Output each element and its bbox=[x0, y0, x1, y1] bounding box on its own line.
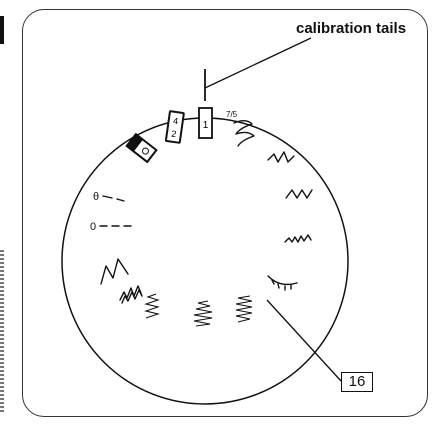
selector-box-buttonhole bbox=[125, 132, 158, 164]
stitch-multi-zigzag-2 bbox=[121, 289, 143, 304]
symbol-theta: θ bbox=[93, 191, 99, 203]
figure-frame bbox=[22, 9, 428, 417]
left-edge-mark bbox=[0, 16, 4, 44]
stitch-feather bbox=[267, 151, 295, 163]
stitch-large-zigzag bbox=[100, 258, 129, 285]
stitch-multi-zigzag bbox=[119, 285, 142, 301]
selector-digit-1: 1 bbox=[203, 120, 209, 131]
left-dotted-strip bbox=[0, 250, 4, 412]
symbol-zero: 0 bbox=[90, 221, 96, 233]
selector-digit-2: 2 bbox=[171, 129, 177, 140]
stitch-satin-diamond bbox=[193, 300, 213, 327]
calibration-leader-line bbox=[204, 37, 312, 89]
callout-16-leader-line bbox=[266, 299, 342, 382]
stitch-zigzag bbox=[285, 189, 313, 199]
stitch-dash-1a bbox=[102, 195, 113, 199]
calibration-tails-label: calibration tails bbox=[296, 20, 407, 37]
stitch-satin-left bbox=[144, 293, 160, 319]
stitch-serpentine bbox=[233, 120, 255, 147]
stitch-satin-oval bbox=[235, 295, 253, 323]
selector-digit-4: 4 bbox=[173, 116, 179, 127]
selector-box-1: 1 bbox=[198, 107, 213, 139]
stitch-arc-ticks bbox=[271, 279, 292, 291]
dial-circle bbox=[61, 117, 349, 405]
callout-number-box: 16 bbox=[341, 372, 373, 392]
stitch-arc bbox=[267, 275, 298, 286]
stitch-dash-1b bbox=[116, 198, 125, 202]
stitch-shell bbox=[284, 234, 312, 243]
selector-box-42: 4 2 bbox=[164, 110, 185, 144]
marker-small-text: 7/5 bbox=[226, 110, 238, 119]
